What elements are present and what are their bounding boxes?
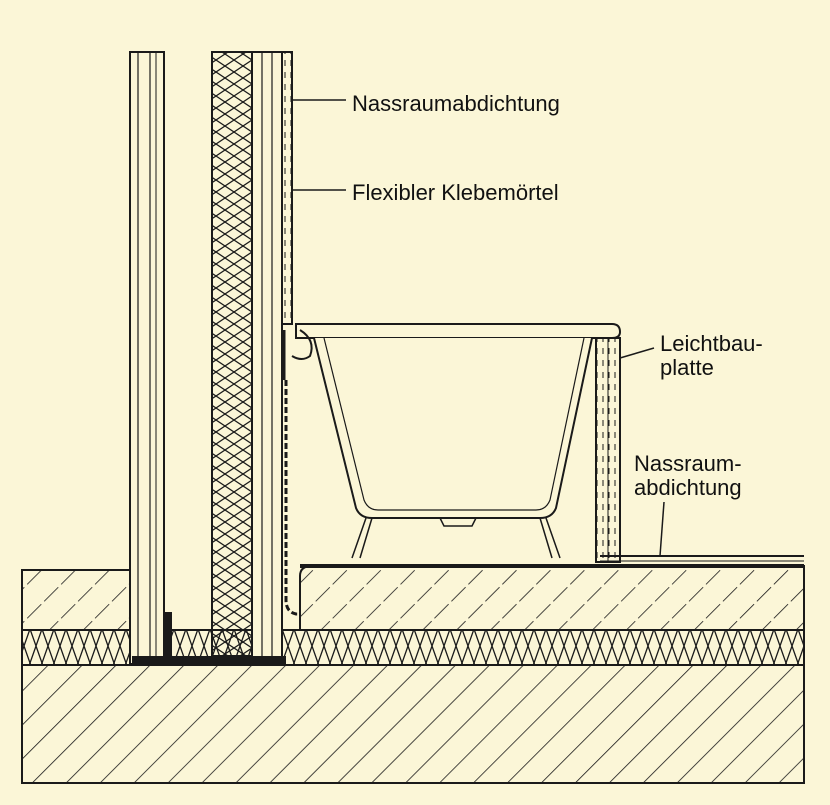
leader-lines bbox=[292, 99, 665, 557]
bathtub bbox=[282, 323, 622, 559]
screed-left bbox=[21, 569, 137, 631]
wall-panel-right bbox=[251, 51, 293, 665]
screed-right bbox=[299, 555, 805, 631]
label-leichtbauplatte-line2: platte bbox=[660, 355, 714, 380]
wall-panel-left bbox=[129, 51, 165, 665]
label-leichtbauplatte-line1: Leichtbau- bbox=[660, 331, 763, 356]
label-nassraumabdichtung-floor-line2: abdichtung bbox=[634, 475, 742, 500]
label-nassraumabdichtung-wall: Nassraumabdichtung bbox=[352, 91, 560, 116]
label-nassraumabdichtung-floor-line1: Nassraum- bbox=[634, 451, 742, 476]
label-flexibler-klebemoertel: Flexibler Klebemörtel bbox=[352, 180, 559, 205]
concrete-slab bbox=[21, 664, 805, 784]
wall-sealing-strip bbox=[284, 380, 300, 616]
base-channel bbox=[132, 612, 286, 664]
lightweight-panel bbox=[595, 337, 621, 563]
wall-insulation bbox=[211, 51, 253, 657]
